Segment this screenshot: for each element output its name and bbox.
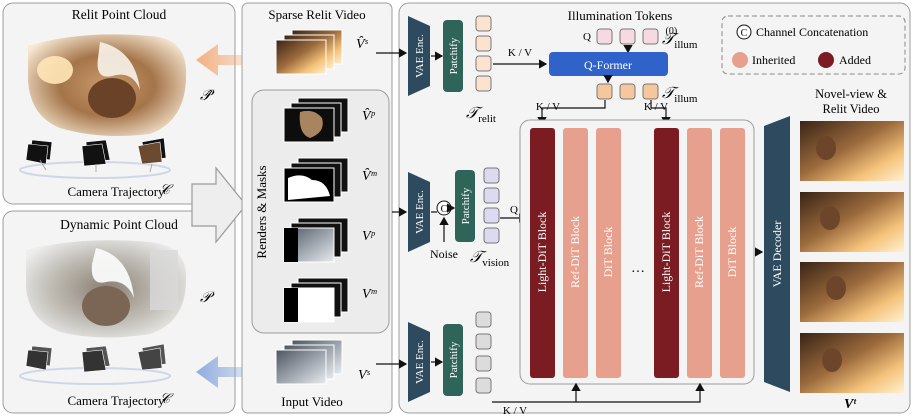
svg-text:Patchify: Patchify (448, 341, 460, 378)
relit-trajectory-label: Camera Trajectory (67, 184, 165, 199)
kv-label-bottom: K / V (503, 405, 527, 417)
output-video-frames (800, 121, 904, 393)
legend-box (721, 15, 906, 75)
mask-frames-vm (283, 277, 349, 323)
noise-label: Noise (430, 247, 458, 261)
vm-hat-symbol: V̂ᵐ (362, 168, 378, 184)
sparse-video-symbol: V̂ˢ (356, 36, 369, 52)
svg-text:Light-DiT Block: Light-DiT Block (659, 212, 673, 293)
kv-label-left: K / V (536, 101, 560, 113)
legend-added-swatch (818, 52, 834, 68)
vp-symbol: Vᵖ (362, 229, 376, 244)
q-label-illum: Q (583, 31, 591, 43)
dynamic-trajectory-label: Camera Trajectory (67, 393, 165, 408)
input-video-frames (275, 339, 343, 385)
legend-concat-symbol: C (741, 28, 748, 39)
kv-label-right: K / V (644, 101, 668, 113)
block-ref-dit-2: Ref-DiT Block (687, 128, 712, 378)
svg-text:DiT Block: DiT Block (725, 227, 739, 278)
relit-cloud-title: Relit Point Cloud (72, 7, 167, 22)
vm-symbol: Vᵐ (362, 287, 378, 302)
patchify-middle: Patchify (455, 170, 475, 242)
illum-init-tokens (596, 28, 659, 45)
input-video-symbol: Vˢ (358, 368, 371, 383)
mask-frames-vm-hat (283, 157, 349, 203)
q-former: Q-Former (549, 52, 668, 76)
dynamic-cloud-title: Dynamic Point Cloud (60, 217, 178, 232)
channel-concat-node: C (431, 200, 456, 242)
render-frames-vp-hat (283, 97, 349, 143)
svg-text:Ref-DiT Block: Ref-DiT Block (692, 216, 706, 288)
q-label-vision: Q (510, 204, 518, 216)
sparse-video-title: Sparse Relit Video (268, 7, 365, 22)
output-title-line2: Relit Video (822, 102, 879, 116)
relit-point-cloud-image (28, 34, 187, 137)
block-dit-2: DiT Block (720, 128, 745, 378)
t-illum0-symbol: 𝒯illum(0) (662, 26, 698, 51)
svg-text:Q-Former: Q-Former (584, 58, 632, 72)
svg-text:VAE Enc.: VAE Enc. (414, 340, 426, 384)
orange-arrow (196, 44, 272, 76)
vae-enc-bottom: VAE Enc. (408, 322, 430, 402)
renders-masks-label: Renders & Masks (254, 165, 269, 258)
dynamic-camera-trajectory (19, 343, 171, 385)
vae-enc-middle: VAE Enc. (408, 172, 430, 252)
relit-camera-trajectory (19, 137, 171, 179)
svg-text:VAE Decoder: VAE Decoder (770, 221, 784, 288)
relit-tokens (475, 15, 492, 92)
output-symbol: Vᵗ (844, 397, 856, 412)
input-video-title: Input Video (281, 394, 342, 409)
kv-label-qformer: K / V (508, 47, 532, 59)
patchify-bottom: Patchify (443, 324, 463, 396)
block-dit-1: DiT Block (596, 128, 621, 378)
block-ref-dit-1: Ref-DiT Block (563, 128, 588, 378)
ellipsis: … (631, 261, 645, 276)
vae-decoder: VAE Decoder (764, 116, 790, 392)
svg-text:Ref-DiT Block: Ref-DiT Block (568, 216, 582, 288)
vae-enc-top: VAE Enc. (408, 16, 430, 96)
illumination-tokens-title: Illumination Tokens (568, 8, 673, 23)
illum-tokens (596, 83, 659, 100)
render-frames-vp (283, 217, 349, 263)
sparse-relit-video-frames (275, 29, 343, 75)
output-title-line1: Novel-view & (815, 87, 887, 101)
legend-concat-label: Channel Concatenation (756, 25, 868, 39)
patchify-top: Patchify (443, 20, 463, 92)
svg-text:VAE Enc.: VAE Enc. (414, 34, 426, 78)
renders-masks-box (251, 89, 390, 334)
block-light-dit-2: Light-DiT Block (654, 128, 679, 378)
vp-hat-symbol: V̂ᵖ (362, 108, 376, 124)
svg-text:VAE Enc.: VAE Enc. (414, 190, 426, 234)
dynamic-point-cloud-image (26, 240, 187, 338)
svg-text:C: C (441, 204, 448, 215)
block-light-dit-1: Light-DiT Block (530, 128, 555, 378)
legend-inherited-swatch (732, 52, 748, 68)
input-tokens (475, 311, 492, 394)
hollow-arrow (191, 166, 247, 244)
vision-tokens (483, 167, 500, 244)
svg-text:Patchify: Patchify (460, 187, 472, 224)
svg-text:DiT Block: DiT Block (601, 227, 615, 278)
legend-inherited-label: Inherited (752, 53, 795, 67)
blue-arrow (196, 356, 272, 388)
svg-text:Light-DiT Block: Light-DiT Block (535, 212, 549, 293)
dit-stack (519, 119, 755, 385)
legend-added-label: Added (839, 53, 871, 67)
svg-text:Patchify: Patchify (448, 37, 460, 74)
